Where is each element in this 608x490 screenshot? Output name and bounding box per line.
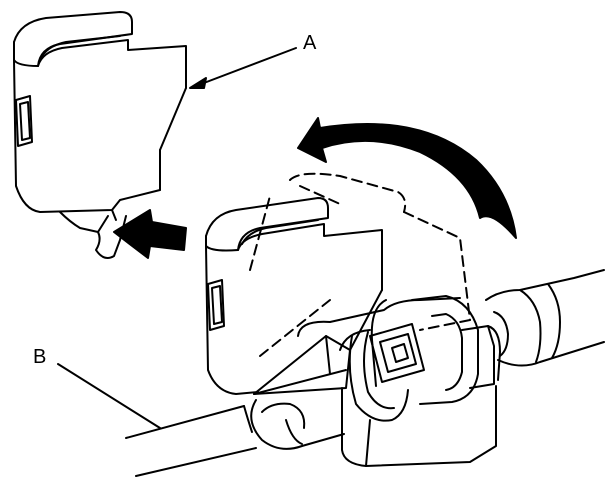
- leader-a: [189, 47, 297, 89]
- leader-b: [57, 363, 161, 429]
- push-arrow-icon: [113, 209, 187, 259]
- rotate-arrow-icon: [297, 117, 517, 239]
- clip-a-detached: [13, 11, 187, 259]
- callout-label-a: A: [303, 32, 317, 54]
- callout-label-b: B: [33, 346, 47, 368]
- clip-installed: [205, 197, 383, 395]
- clip-ghost-outline: [249, 172, 471, 357]
- wire-harness-b: [125, 405, 257, 477]
- connector-body: [250, 295, 501, 467]
- hose: [485, 269, 605, 367]
